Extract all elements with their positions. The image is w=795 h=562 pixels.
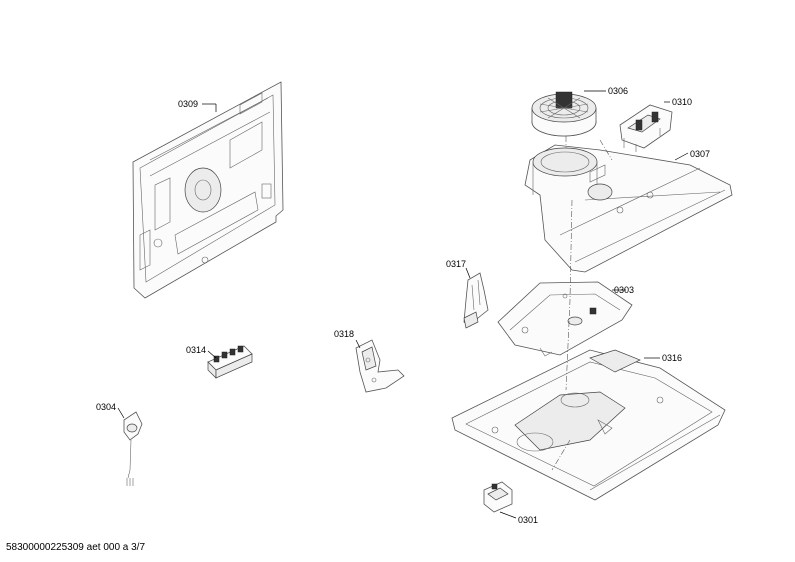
axis-vertical xyxy=(565,199,573,391)
leader-0307 xyxy=(674,152,689,161)
label-0310: 0310 xyxy=(672,97,692,107)
part-0316-base-tray xyxy=(451,349,726,501)
label-0318: 0318 xyxy=(334,329,354,339)
label-0309: 0309 xyxy=(178,99,198,109)
label-0304: 0304 xyxy=(96,402,116,412)
leader-0304 xyxy=(117,407,125,419)
label-0306: 0306 xyxy=(608,86,628,96)
label-0314: 0314 xyxy=(186,345,206,355)
part-0318-side-bracket xyxy=(355,339,405,393)
axis-switch xyxy=(599,139,613,161)
leader-0301 xyxy=(499,511,517,519)
label-0307: 0307 xyxy=(690,149,710,159)
part-0306-fan-wheel xyxy=(531,91,597,137)
axis-lower xyxy=(551,439,571,471)
leader-0318 xyxy=(355,339,361,349)
part-0314-terminal-block xyxy=(207,345,253,379)
part-0317-bracket xyxy=(463,272,489,329)
part-0304-power-cord xyxy=(123,411,143,486)
document-footer-code: 58300000225309 aet 000 a 3/7 xyxy=(6,542,146,553)
part-0310-switch-assembly xyxy=(619,104,673,152)
label-0317: 0317 xyxy=(446,259,466,269)
part-0301-door-switch xyxy=(483,481,513,513)
part-0307-fan-housing xyxy=(524,144,733,273)
leader-0314 xyxy=(207,350,217,359)
label-0303: 0303 xyxy=(614,285,634,295)
part-0303-plate xyxy=(497,281,633,357)
part-0309-back-panel xyxy=(132,81,284,299)
leader-0317 xyxy=(465,267,471,279)
label-0316: 0316 xyxy=(662,353,682,363)
label-0301: 0301 xyxy=(518,515,538,525)
